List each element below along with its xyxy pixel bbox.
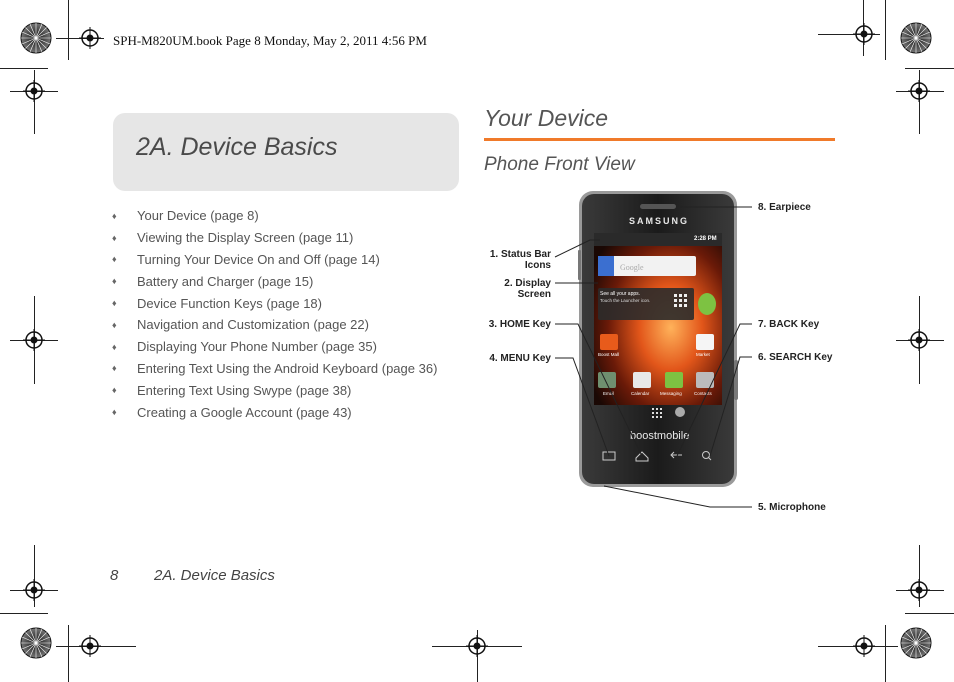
footer-chapter-title: 2A. Device Basics bbox=[154, 567, 275, 584]
toc-item-label: Viewing the Display Screen (page 11) bbox=[137, 230, 354, 246]
phone-app-label: Calendar bbox=[631, 391, 650, 396]
chapter-title: 2A. Device Basics bbox=[136, 133, 338, 161]
toc-item[interactable]: ♦ Turning Your Device On and Off (page 14… bbox=[112, 249, 437, 271]
registration-target-icon bbox=[908, 80, 930, 102]
registration-target-icon bbox=[23, 80, 45, 102]
registration-target-icon bbox=[23, 579, 45, 601]
starburst-target-icon bbox=[20, 22, 52, 54]
toc-item-label: Creating a Google Account (page 43) bbox=[137, 404, 352, 420]
registration-target-icon bbox=[908, 579, 930, 601]
phone-widget-line2: Touch the Launcher icon. bbox=[600, 298, 651, 303]
registration-target-icon bbox=[853, 23, 875, 45]
registration-target-icon bbox=[466, 635, 488, 657]
diamond-bullet-icon: ♦ bbox=[112, 232, 117, 243]
toc-item[interactable]: ♦ Device Function Keys (page 18) bbox=[112, 292, 437, 314]
toc-item[interactable]: ♦ Battery and Charger (page 15) bbox=[112, 270, 437, 292]
phone-app-label: Boost Mall bbox=[598, 352, 620, 357]
diamond-bullet-icon: ♦ bbox=[112, 254, 117, 265]
phone-brand-logo: SAMSUNG bbox=[628, 216, 689, 226]
phone-app-label: Messaging bbox=[660, 391, 682, 396]
callout-home-key: 3. HOME Key bbox=[488, 319, 551, 330]
phone-app-label: Contacts bbox=[694, 391, 712, 396]
toc-item-label: Entering Text Using the Android Keyboard… bbox=[137, 360, 438, 376]
registration-target-icon bbox=[23, 329, 45, 351]
section-title: Your Device bbox=[484, 105, 609, 131]
diamond-bullet-icon: ♦ bbox=[112, 210, 117, 221]
toc-item[interactable]: ♦ Displaying Your Phone Number (page 35) bbox=[112, 336, 437, 358]
toc-item[interactable]: ♦ Entering Text Using Swype (page 38) bbox=[112, 379, 437, 401]
diamond-bullet-icon: ♦ bbox=[112, 276, 117, 287]
toc-item[interactable]: ♦ Entering Text Using the Android Keyboar… bbox=[112, 358, 437, 380]
callout-menu-key: 4. MENU Key bbox=[489, 353, 551, 364]
phone-carrier-logo: boostmobile bbox=[630, 430, 690, 442]
toc-item[interactable]: ♦ Your Device (page 8) bbox=[112, 205, 437, 227]
toc-item-label: Your Device (page 8) bbox=[137, 208, 259, 224]
diamond-bullet-icon: ♦ bbox=[112, 298, 117, 309]
slug-line: SPH-M820UM.book Page 8 Monday, May 2, 20… bbox=[113, 33, 427, 48]
toc-item[interactable]: ♦ Creating a Google Account (page 43) bbox=[112, 401, 437, 423]
callout-display-screen: 2. Display Screen bbox=[504, 278, 551, 300]
phone-search-placeholder: Google bbox=[620, 263, 644, 272]
phone-status-time: 2:28 PM bbox=[694, 236, 717, 242]
starburst-target-icon bbox=[900, 22, 932, 54]
toc-item-label: Battery and Charger (page 15) bbox=[137, 273, 314, 289]
toc-item[interactable]: ♦ Navigation and Customization (page 22) bbox=[112, 314, 437, 336]
section-rule bbox=[484, 138, 835, 141]
section-subtitle: Phone Front View bbox=[484, 154, 635, 175]
diamond-bullet-icon: ♦ bbox=[112, 407, 117, 418]
registration-target-icon bbox=[908, 329, 930, 351]
diamond-bullet-icon: ♦ bbox=[112, 319, 117, 330]
toc-item-label: Entering Text Using Swype (page 38) bbox=[137, 382, 352, 398]
toc-item-label: Navigation and Customization (page 22) bbox=[137, 317, 369, 333]
starburst-target-icon bbox=[900, 627, 932, 659]
phone-app-label: Market bbox=[696, 352, 710, 357]
toc-item-label: Turning Your Device On and Off (page 14) bbox=[137, 251, 380, 267]
chapter-heading-box bbox=[113, 113, 459, 191]
callout-earpiece: 8. Earpiece bbox=[758, 202, 811, 213]
callout-microphone: 5. Microphone bbox=[758, 502, 826, 513]
starburst-target-icon bbox=[20, 627, 52, 659]
toc-item[interactable]: ♦ Viewing the Display Screen (page 11) bbox=[112, 227, 437, 249]
callout-back-key: 7. BACK Key bbox=[758, 319, 820, 330]
callout-search-key: 6. SEARCH Key bbox=[758, 352, 833, 363]
toc-item-label: Displaying Your Phone Number (page 35) bbox=[137, 339, 377, 355]
toc-item-label: Device Function Keys (page 18) bbox=[137, 295, 322, 311]
chapter-toc: ♦ Your Device (page 8) ♦ Viewing the Displ… bbox=[112, 205, 437, 423]
registration-target-icon bbox=[853, 635, 875, 657]
phone-widget-line1: See all your apps. bbox=[600, 291, 641, 297]
callout-status-bar-icons: 1. Status Bar Icons bbox=[489, 249, 551, 271]
phone-app-label: Email bbox=[603, 391, 615, 396]
diamond-bullet-icon: ♦ bbox=[112, 363, 117, 374]
diamond-bullet-icon: ♦ bbox=[112, 341, 117, 352]
registration-target-icon bbox=[79, 635, 101, 657]
registration-target-icon bbox=[79, 27, 101, 49]
diamond-bullet-icon: ♦ bbox=[112, 385, 117, 396]
page-number: 8 bbox=[110, 567, 119, 584]
